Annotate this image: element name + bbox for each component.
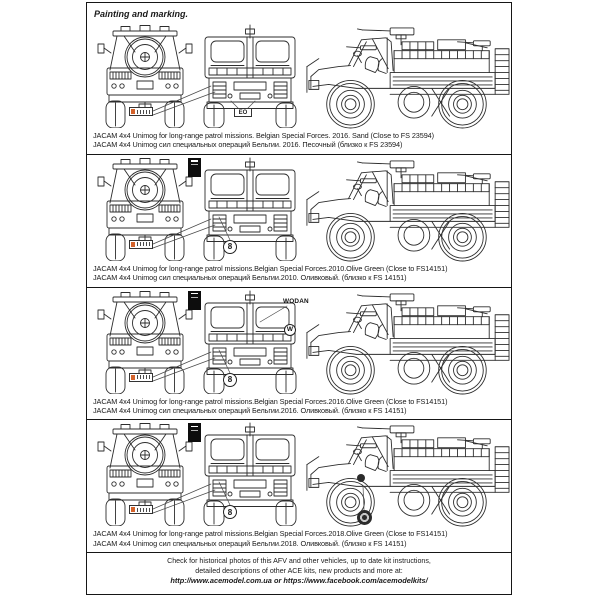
- turret-number-badge: 8: [223, 239, 237, 254]
- scheme-4-drawings: 8: [87, 420, 511, 527]
- scheme-2-drawings: 8: [87, 155, 511, 262]
- scheme-row-1: EO JACAM 4x4 Unimog for long-range patro…: [87, 22, 511, 155]
- license-plate: [129, 372, 153, 382]
- instruction-sheet: Painting and marking. EO JACAM 4x4 Unimo…: [86, 2, 512, 595]
- unit-decal-badge: [188, 157, 201, 177]
- url-acemodel: http://www.acemodel.com.ua: [170, 576, 272, 586]
- callout-lines: [152, 305, 288, 381]
- caption-en: JACAM 4x4 Unimog for long-range patrol m…: [93, 529, 448, 539]
- rear-plate: EO: [234, 108, 252, 117]
- scheme-1-drawings: EO: [87, 22, 511, 129]
- footer-links-line: http://www.acemodel.com.ua or https://ww…: [97, 576, 501, 586]
- caption-en: JACAM 4x4 Unimog for long-range patrol m…: [93, 396, 448, 406]
- footer-line-2: detailed descriptions of other ACE kits,…: [195, 566, 403, 575]
- caption-ru: JACAM 4x4 Unimog сил специальных операци…: [93, 406, 407, 416]
- cab-roundel-dot: [357, 474, 365, 483]
- scheme-row-3: 8 W WODAN JACAM 4x4 Unimog for long-rang…: [87, 288, 511, 421]
- caption-en: JACAM 4x4 Unimog for long-range patrol m…: [93, 263, 448, 273]
- turret-number-badge: 8: [223, 372, 237, 387]
- footer-line-1: Check for historical photos of this AFV …: [167, 557, 431, 566]
- footer: Check for historical photos of this AFV …: [87, 553, 511, 586]
- license-plate: [129, 107, 153, 116]
- scheme-row-4: 8 JACAM 4x4 Unimog for long-range patrol…: [87, 420, 511, 554]
- scheme-3-caption: JACAM 4x4 Unimog for long-range patrol m…: [87, 395, 511, 420]
- plate-accent: [131, 241, 135, 247]
- caption-ru: JACAM 4x4 Unimog сил специальных операци…: [93, 273, 407, 283]
- license-plate: [129, 505, 153, 515]
- caption-ru: JACAM 4x4 Unimog сил специальных операци…: [93, 538, 407, 548]
- plate-characters: [136, 242, 151, 247]
- callout-lines: [152, 216, 231, 249]
- license-plate: [129, 239, 153, 249]
- plate-characters: [136, 109, 151, 114]
- url-facebook: https://www.facebook.com/acemodelkits/: [283, 576, 428, 586]
- plate-accent: [131, 374, 135, 380]
- caption-en: JACAM 4x4 Unimog for long-range patrol m…: [93, 131, 434, 140]
- scheme-4-caption: JACAM 4x4 Unimog for long-range patrol m…: [87, 527, 511, 552]
- turret-number-badge: 8: [223, 505, 237, 520]
- caption-ru: JACAM 4x4 Unimog сил специальных операци…: [93, 140, 403, 150]
- cab-letter-badge: W: [284, 323, 296, 336]
- scheme-row-2: 8 JACAM 4x4 Unimog for long-range patrol…: [87, 155, 511, 288]
- wodan-decal-label: WODAN: [283, 297, 309, 305]
- plate-accent: [131, 507, 135, 513]
- plate-characters: [136, 375, 151, 380]
- scheme-3-drawings: 8 W WODAN: [87, 288, 511, 395]
- footer-conjunction: or: [271, 576, 284, 586]
- plate-accent: [131, 109, 135, 114]
- page-title: Painting and marking.: [94, 9, 189, 19]
- roundel-decal: [357, 510, 372, 526]
- scheme-1-caption: JACAM 4x4 Unimog for long-range patrol m…: [87, 129, 511, 154]
- unit-decal-badge: [188, 423, 201, 443]
- unit-decal-badge: [188, 290, 201, 310]
- callout-lines: [152, 482, 365, 514]
- callout-lines: [152, 85, 256, 116]
- plate-characters: [136, 507, 151, 512]
- scheme-2-caption: JACAM 4x4 Unimog for long-range patrol m…: [87, 262, 511, 287]
